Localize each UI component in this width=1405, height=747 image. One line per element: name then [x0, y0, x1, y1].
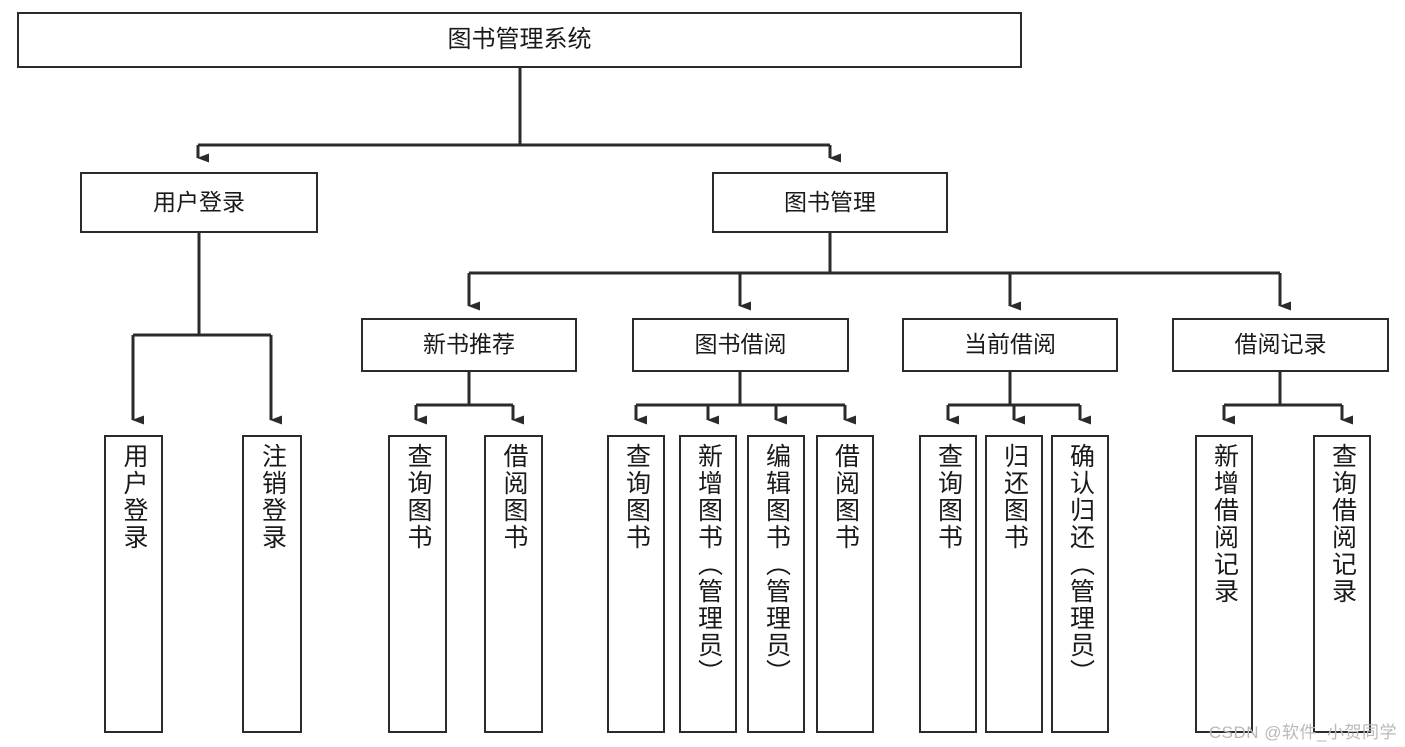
leaf-borrow-edit-book[interactable]: 编辑图书（管理员）	[747, 435, 805, 733]
node-current-borrow-label: 当前借阅	[964, 331, 1056, 358]
leaf-current-confirm-return[interactable]: 确认归还（管理员）	[1051, 435, 1109, 733]
node-user-login[interactable]: 用户登录	[80, 172, 318, 233]
leaf-borrow-borrow-book[interactable]: 借阅图书	[816, 435, 874, 733]
node-book-borrow-label: 图书借阅	[694, 331, 787, 358]
leaf-current-confirm-return-label: 确认归还（管理员）	[1066, 443, 1095, 686]
leaf-current-return[interactable]: 归还图书	[985, 435, 1043, 733]
node-book-borrow[interactable]: 图书借阅	[632, 318, 849, 372]
leaf-new-books-query-label: 查询图书	[404, 443, 432, 551]
node-borrow-records[interactable]: 借阅记录	[1172, 318, 1389, 372]
node-user-login-label: 用户登录	[153, 188, 245, 215]
node-new-book-recommend[interactable]: 新书推荐	[361, 318, 577, 372]
leaf-borrow-query-label: 查询图书	[622, 443, 651, 551]
node-borrow-records-label: 借阅记录	[1234, 331, 1327, 358]
leaf-new-books-query[interactable]: 查询图书	[388, 435, 447, 733]
node-root-system-label: 图书管理系统	[447, 25, 592, 53]
leaf-user-login-signin-label: 用户登录	[120, 443, 148, 551]
node-book-management[interactable]: 图书管理	[712, 172, 948, 233]
leaf-borrow-add-book-label: 新增图书（管理员）	[694, 443, 723, 686]
leaf-borrow-query[interactable]: 查询图书	[607, 435, 665, 733]
leaf-records-add-label: 新增借阅记录	[1210, 443, 1239, 605]
leaf-current-query-label: 查询图书	[934, 443, 963, 551]
node-current-borrow[interactable]: 当前借阅	[902, 318, 1118, 372]
leaf-user-login-signout[interactable]: 注销登录	[242, 435, 302, 733]
leaf-borrow-edit-book-label: 编辑图书（管理员）	[762, 443, 791, 686]
leaf-new-books-borrow[interactable]: 借阅图书	[484, 435, 543, 733]
node-root-system[interactable]: 图书管理系统	[17, 12, 1022, 68]
leaf-records-query-label: 查询借阅记录	[1328, 443, 1357, 605]
leaf-records-add[interactable]: 新增借阅记录	[1195, 435, 1253, 733]
node-new-book-recommend-label: 新书推荐	[423, 331, 515, 358]
leaf-current-return-label: 归还图书	[1000, 443, 1029, 551]
leaf-borrow-add-book[interactable]: 新增图书（管理员）	[679, 435, 737, 733]
leaf-user-login-signout-label: 注销登录	[258, 443, 287, 551]
leaf-records-query[interactable]: 查询借阅记录	[1313, 435, 1371, 733]
leaf-new-books-borrow-label: 借阅图书	[500, 443, 528, 551]
leaf-user-login-signin[interactable]: 用户登录	[104, 435, 163, 733]
leaf-borrow-borrow-book-label: 借阅图书	[831, 443, 860, 551]
leaf-current-query[interactable]: 查询图书	[919, 435, 977, 733]
node-book-management-label: 图书管理	[784, 188, 876, 215]
